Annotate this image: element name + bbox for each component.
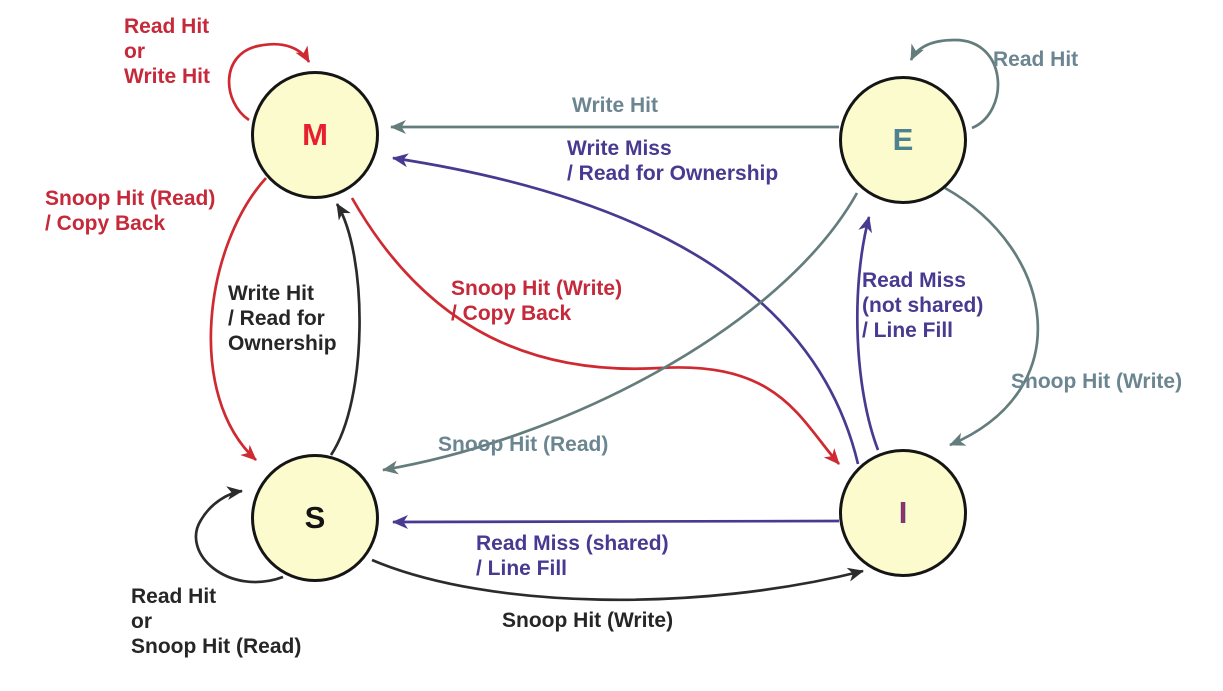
state-letter-s: S [304,500,326,535]
edge-e-to-s [382,192,859,475]
label-e-self-loop: Read Hit [993,48,1079,71]
label-m-to-i: Snoop Hit (Write) / Copy Back [451,277,623,325]
edge-i-to-s [392,514,840,529]
state-letter-m: M [302,117,328,152]
state-letter-i: I [898,495,908,530]
label-s-to-i: Snoop Hit (Write) [502,609,674,632]
label-m-to-s: Snoop Hit (Read) / Copy Back [45,187,216,235]
label-e-to-s: Snoop Hit (Read) [438,433,609,456]
state-node-shared: S [251,454,379,582]
edge-m-to-s [209,177,267,461]
edge-i-to-m [392,153,860,465]
edge-m-to-i [350,197,841,465]
label-i-to-m: Write Miss / Read for Ownership [567,137,779,185]
edge-e-self-loop [909,38,1000,130]
label-i-to-s: Read Miss (shared) / Line Fill [476,532,669,580]
label-s-to-m: Write Hit / Read for Ownership [228,282,337,355]
label-s-self-loop: Read Hit or Snoop Hit (Read) [131,585,302,658]
state-letter-e: E [892,122,914,157]
label-i-to-e: Read Miss (not shared) / Line Fill [862,269,984,342]
state-node-modified: M [251,71,379,199]
state-node-exclusive: E [839,76,967,204]
edge-m-self-loop [227,42,311,122]
edge-e-to-i [944,186,1040,447]
label-m-self-loop: Read Hit or Write Hit [124,15,210,88]
edge-s-to-m [329,203,361,456]
edge-s-to-i [371,558,864,602]
state-node-invalid: I [839,449,967,577]
label-e-to-m: Write Hit [572,94,658,117]
label-e-to-i: Snoop Hit (Write) [1011,370,1183,393]
edge-s-self-loop [194,486,284,584]
edge-i-to-e [855,216,880,451]
